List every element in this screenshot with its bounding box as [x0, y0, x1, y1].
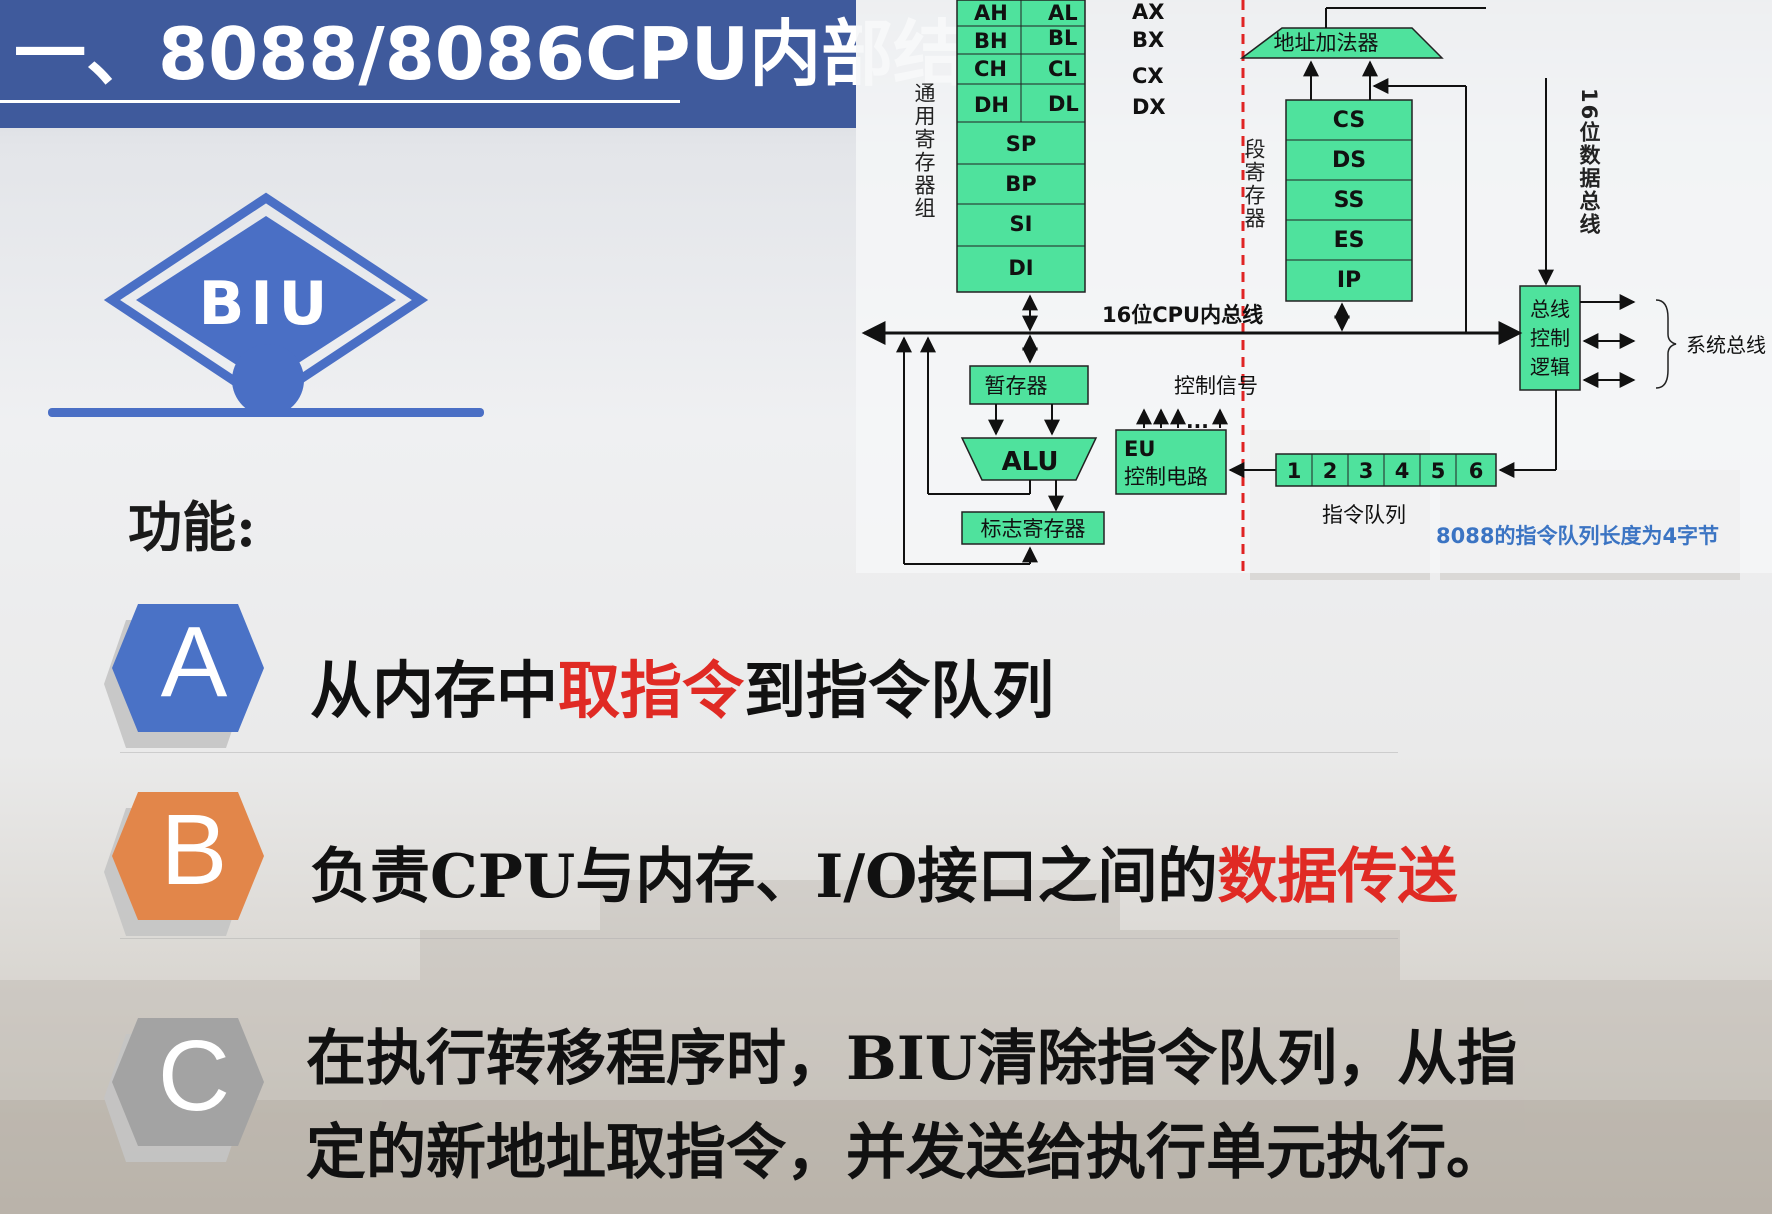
queue-cell-6: 6	[1469, 459, 1484, 483]
address-adder-label: 地址加法器	[1274, 31, 1379, 55]
internal-bus-label: 16位CPU内总线	[1102, 303, 1263, 327]
cpu-diagram: AH BH CH DH AL BL CL DL SP BP SI DI AX B…	[856, 0, 1772, 573]
bus-control-label-3: 逻辑	[1530, 355, 1570, 379]
reg-ip: IP	[1337, 268, 1361, 293]
reg-ch: CH	[974, 57, 1007, 81]
eu-control-label-2: 控制电路	[1124, 465, 1208, 489]
svg-text:...: ...	[1186, 409, 1209, 433]
reg-ds: DS	[1332, 148, 1366, 173]
reg-di: DI	[1008, 256, 1033, 280]
title-bar: 一、8088/8086CPU内部结	[0, 0, 965, 128]
reg-es: ES	[1334, 228, 1365, 253]
reg-ax: AX	[1132, 0, 1164, 24]
title-underline	[0, 100, 680, 103]
badge-b-letter: B	[161, 794, 228, 906]
system-bus-label: 系统总线	[1686, 333, 1766, 357]
item-a-divider	[120, 752, 1398, 753]
item-c-line-1: 在执行转移程序时，BIU清除指令队列，从指	[306, 1024, 1518, 1094]
reg-ah: AH	[974, 1, 1008, 25]
page-title: 一、8088/8086CPU内部结	[14, 12, 966, 96]
item-b-text: 负责CPU与内存、I/O接口之间的数据传送	[310, 828, 1457, 915]
item-a-text: 从内存中取指令到指令队列	[310, 640, 1054, 730]
queue-cell-4: 4	[1395, 459, 1410, 483]
bus-control-label-2: 控制	[1530, 326, 1570, 350]
reg-cx: CX	[1132, 64, 1164, 88]
item-c-line-2: 定的新地址取指令，并发送给执行单元执行。	[306, 1118, 1506, 1188]
bus-control-block	[1519, 285, 1581, 391]
segment-register-block	[1285, 99, 1413, 302]
biu-logo: BIU	[48, 192, 484, 417]
queue-cell-1: 1	[1287, 459, 1302, 483]
reg-dh: DH	[974, 93, 1009, 117]
data-bus-label: 16位数据总线	[1577, 88, 1601, 236]
temp-register-label: 暂存器	[985, 374, 1048, 398]
queue-cell-3: 3	[1359, 459, 1374, 483]
queue-cell-2: 2	[1323, 459, 1338, 483]
bus-control-label-1: 总线	[1530, 297, 1570, 321]
reg-dx: DX	[1132, 95, 1166, 119]
reg-ss: SS	[1334, 188, 1365, 213]
reg-dl: DL	[1048, 92, 1079, 116]
item-a-seg-3: 到指令队列	[744, 654, 1055, 727]
reg-cs: CS	[1333, 108, 1365, 133]
reg-si: SI	[1010, 212, 1033, 236]
flag-register-label: 标志寄存器	[981, 517, 1086, 541]
reg-bx: BX	[1132, 28, 1164, 52]
queue-cell-5: 5	[1431, 459, 1446, 483]
badge-a: A	[104, 604, 264, 748]
queue-note: 8088的指令队列长度为4字节	[1436, 524, 1719, 548]
reg-bp: BP	[1005, 172, 1036, 196]
reg-cl: CL	[1048, 57, 1077, 81]
logo-text: BIU	[199, 269, 334, 339]
flag-register	[961, 511, 1105, 545]
badge-c: C	[104, 1018, 264, 1162]
function-label: 功能:	[128, 495, 256, 559]
temp-register	[969, 365, 1089, 405]
item-b-divider	[120, 938, 1398, 939]
badge-b: B	[104, 792, 264, 936]
reg-bh: BH	[974, 29, 1008, 53]
queue-label: 指令队列	[1322, 503, 1406, 527]
control-signals-label: 控制信号	[1174, 374, 1258, 398]
address-adder	[1239, 27, 1444, 59]
eu-control-block	[1115, 429, 1227, 495]
alu-label: ALU	[1002, 447, 1059, 477]
badge-a-letter: A	[161, 606, 228, 718]
badge-c-letter: C	[158, 1020, 230, 1132]
reg-bl: BL	[1048, 26, 1077, 50]
item-a-highlight: 取指令	[558, 654, 745, 727]
reg-al: AL	[1048, 1, 1078, 25]
item-b-highlight: 数据传送	[1217, 842, 1458, 912]
cpu-diagram-svg: AH BH CH DH AL BL CL DL SP BP SI DI AX B…	[861, 0, 1766, 573]
item-a-seg-1: 从内存中	[310, 654, 559, 727]
instruction-queue	[1275, 453, 1497, 487]
reg-sp: SP	[1006, 132, 1037, 156]
eu-control-label-1: EU	[1124, 437, 1155, 461]
general-register-label: 通用寄存器组	[912, 82, 936, 220]
item-b-seg-1: 负责CPU与内存、I/O接口之间的	[310, 842, 1218, 912]
alu-block	[960, 437, 1098, 481]
segment-register-label: 段寄存器	[1242, 138, 1266, 230]
